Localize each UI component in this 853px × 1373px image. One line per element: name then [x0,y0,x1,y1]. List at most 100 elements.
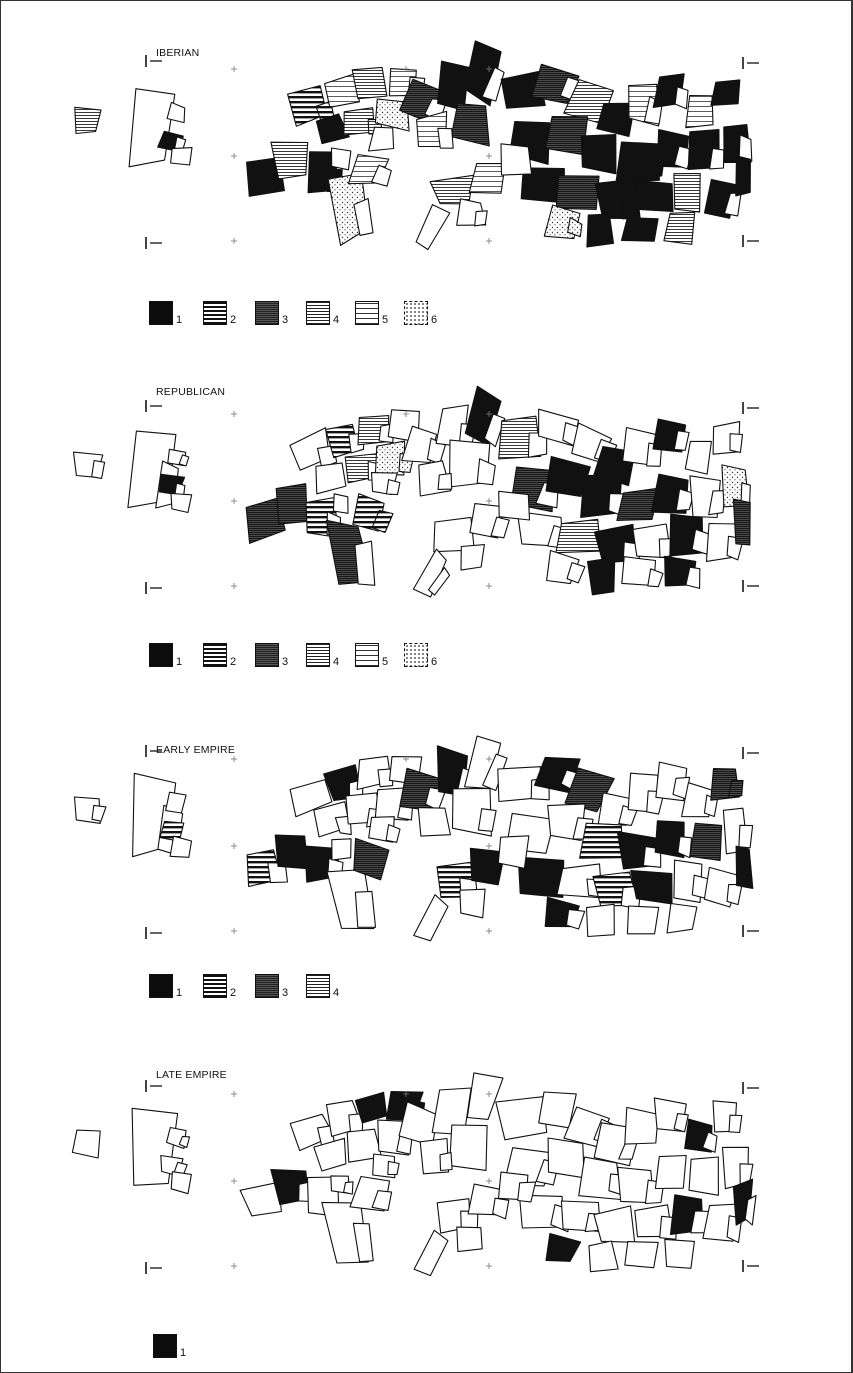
field-parcel [593,1205,636,1243]
field-parcel [371,509,394,534]
field-parcel [169,835,193,858]
legend-swatch-solid-black [149,301,173,325]
legend-early-empire: 1 2 3 4 [149,974,369,1004]
field-parcel [547,1137,585,1179]
field-parcel [555,518,602,554]
grid-marker [231,1178,237,1184]
legend-iberian: 1 2 3 4 5 6 [149,301,469,331]
field-parcel [588,1240,619,1273]
field-parcel [474,210,488,227]
legend-number: 1 [176,314,183,326]
legend-number: 3 [282,656,289,668]
legend-number: 2 [230,656,237,668]
field-parcel [374,440,406,476]
grid-marker [403,66,409,72]
grid-reference-mark [742,747,759,759]
grid-marker [231,238,237,244]
field-parcel [579,822,624,859]
field-parcel [352,1222,374,1263]
field-parcel [481,66,505,102]
legend-swatch-dense-hatch [255,643,279,667]
field-parcel [635,179,674,213]
legend-number: 6 [431,656,438,668]
field-parcel [482,753,508,792]
field-parcel [624,1241,659,1269]
field-map-iberian [74,40,759,251]
field-parcel [624,1106,659,1145]
grid-reference-mark [742,1082,759,1094]
legend-number: 4 [333,987,340,999]
field-parcel [289,779,333,818]
legend-swatch-dense-hatch [255,301,279,325]
field-parcel [315,113,350,145]
grid-marker [231,411,237,417]
legend-swatch-sparse-lines [355,643,379,667]
grid-marker [231,153,237,159]
field-parcel [74,106,102,135]
map-panel-late-empire: LATE EMPIRE 1 [1,1026,853,1372]
field-parcel [91,804,107,822]
legend-number: 3 [282,987,289,999]
field-parcel [332,493,349,514]
grid-marker [486,411,492,417]
field-parcel [343,1181,354,1195]
field-parcel [483,413,506,448]
field-parcel [178,1135,191,1149]
field-parcel [709,147,725,170]
field-parcel [492,1197,510,1220]
field-parcel [673,172,701,213]
grid-marker [403,1091,409,1097]
field-parcel [469,847,506,886]
legend-number: 1 [180,1347,187,1359]
field-parcel [738,134,753,162]
field-parcel [275,483,308,525]
field-parcel [71,1129,101,1159]
field-parcel [647,568,664,588]
panel-title: IBERIAN [156,47,200,59]
field-parcel [620,217,659,242]
legend-number: 4 [333,656,340,668]
field-map-late-empire [71,1072,759,1277]
grid-marker [231,1091,237,1097]
field-parcel [498,490,531,521]
field-parcel [654,1154,687,1190]
field-parcel [495,1096,548,1141]
legend-number: 5 [382,656,389,668]
field-parcel [459,888,486,919]
field-parcel [654,820,685,859]
field-parcel [239,1181,282,1217]
field-parcel [585,903,615,938]
grid-reference-mark [145,1262,162,1274]
legend-swatch-dotted [404,301,428,325]
field-parcel [354,890,377,928]
field-parcel [616,487,660,521]
legend-swatch-fine-lines [306,974,330,998]
field-parcel [684,440,712,475]
legend-number: 4 [333,314,340,326]
field-parcel [666,902,698,934]
field-parcel [313,1137,347,1172]
grid-marker [486,238,492,244]
field-parcel [385,479,401,496]
legend-swatch-bold-stripes [203,643,227,667]
field-map-early-empire [73,735,759,942]
field-parcel [334,815,352,836]
field-parcel [567,216,583,238]
grid-reference-mark [742,402,759,414]
field-parcel [689,822,723,861]
field-parcel [688,1156,719,1196]
field-parcel [477,808,497,832]
field-parcel [413,894,449,942]
field-parcel [385,824,401,843]
field-parcel [497,835,530,869]
field-parcel [673,430,690,451]
grid-marker [403,756,409,762]
field-parcel [685,566,701,589]
grid-marker [486,1091,492,1097]
field-parcel [685,95,714,129]
field-parcel [321,1201,369,1264]
field-parcel [517,1181,537,1203]
legend-republican: 1 2 3 4 5 6 [149,643,469,673]
grid-reference-mark [145,582,162,594]
